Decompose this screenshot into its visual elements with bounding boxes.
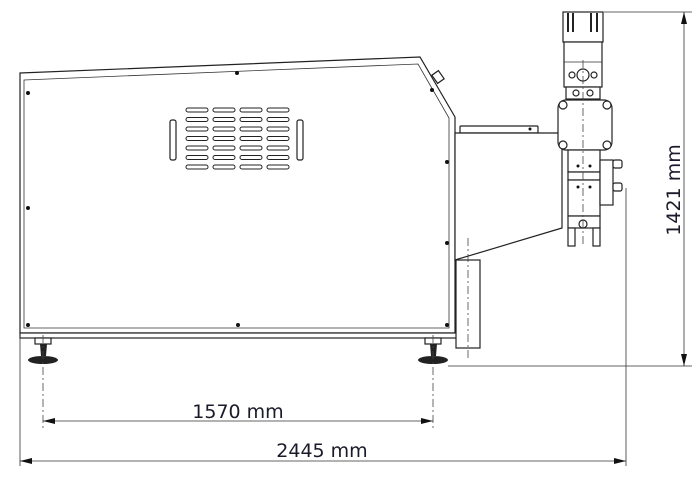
vent-slot [266,117,290,122]
vent-slot [266,145,290,151]
vent-grille [185,107,290,170]
vent-slot [212,155,236,160]
vent-slot [266,136,290,141]
vent-slot [266,164,290,170]
latch-icon [431,69,445,85]
dimension-overall-length: 2445 mm [276,440,367,462]
drive-unit [557,11,623,247]
vent-slot [239,155,263,160]
dimension-foot-spacing: 1570 mm [192,401,283,423]
vent-slot [185,117,209,122]
dimension-lines [19,11,692,466]
vent-slot [185,164,209,170]
vent-slot [212,136,236,141]
vent-slot [239,107,263,113]
handle-right [296,119,304,161]
vent-slot [212,126,236,132]
vent-slot [266,107,290,113]
vent-slot [185,145,209,151]
vent-slot [239,136,263,141]
vent-slot [212,117,236,122]
vent-slot [266,155,290,160]
hopper [454,125,563,358]
vent-slot [239,145,263,151]
vent-slot [212,107,236,113]
vent-slot [185,136,209,141]
vent-slot [239,164,263,170]
cabinet-body [19,56,461,339]
dimension-overall-height: 1421 mm [663,144,685,235]
vent-slot [266,126,290,132]
vent-slot [185,107,209,113]
vent-slot [239,117,263,122]
vent-slot [185,155,209,160]
vent-slot [212,145,236,151]
vent-slot [212,164,236,170]
vent-slot [239,126,263,132]
vent-slot [185,126,209,132]
handle-left [169,119,177,161]
